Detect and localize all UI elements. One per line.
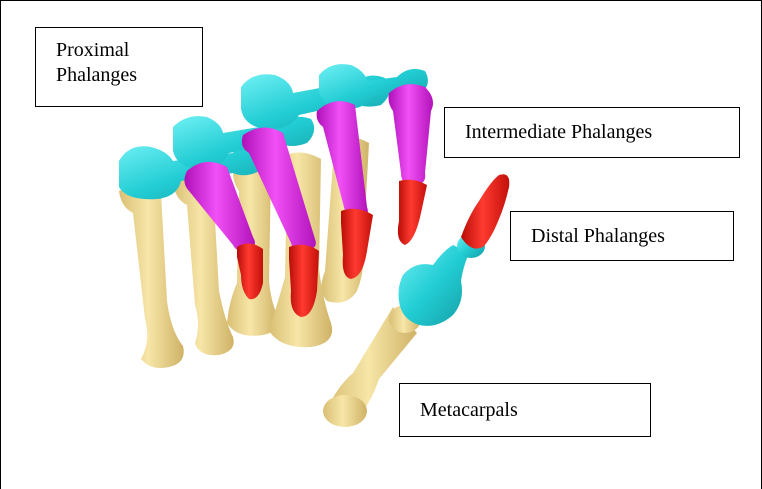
label-distal-phalanges: Distal Phalanges — [510, 211, 734, 261]
proximal-phalanx-thumb — [399, 245, 470, 326]
label-metacarpals-text: Metacarpals — [420, 399, 518, 421]
distal-phalanx-3 — [341, 209, 373, 279]
metacarpal-thumb-base — [323, 395, 367, 427]
intermediate-phalanx-4 — [389, 84, 434, 185]
metacarpal-1 — [119, 185, 184, 368]
label-proximal-line2: Phalanges — [56, 63, 182, 88]
label-metacarpals: Metacarpals — [399, 383, 651, 437]
label-distal-text: Distal Phalanges — [531, 225, 665, 247]
label-proximal-phalanges: Proximal Phalanges — [35, 27, 203, 107]
label-intermediate-text: Intermediate Phalanges — [465, 121, 652, 143]
label-intermediate-phalanges: Intermediate Phalanges — [444, 107, 740, 158]
label-proximal-line1: Proximal — [56, 38, 182, 63]
distal-phalanx-4 — [398, 180, 427, 245]
distal-phalanx-thumb — [461, 174, 509, 248]
